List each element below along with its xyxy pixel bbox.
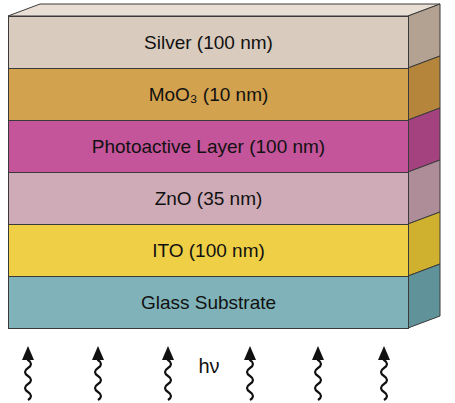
arrow-head bbox=[162, 346, 174, 360]
wavy-light-arrow bbox=[95, 356, 101, 400]
layer-label: ITO (100 nm) bbox=[152, 240, 265, 262]
arrow-head bbox=[244, 346, 256, 360]
arrow-head bbox=[92, 346, 104, 360]
layer-band: ITO (100 nm) bbox=[8, 224, 409, 277]
layer-band: Silver (100 nm) bbox=[8, 16, 409, 69]
arrow-head bbox=[378, 346, 390, 360]
layer-label: MoO₃ (10 nm) bbox=[149, 84, 269, 106]
layer-band: Glass Substrate bbox=[8, 276, 409, 329]
side-face bbox=[408, 264, 440, 328]
arrow-head bbox=[312, 346, 324, 360]
layer-band: ZnO (35 nm) bbox=[8, 172, 409, 225]
photon-label: hν bbox=[197, 355, 220, 378]
layer-label: Silver (100 nm) bbox=[144, 32, 273, 54]
layer-label: Photoactive Layer (100 nm) bbox=[92, 136, 325, 158]
wavy-light-arrow bbox=[25, 356, 31, 400]
layer-label: Glass Substrate bbox=[141, 292, 276, 314]
layer-band: Photoactive Layer (100 nm) bbox=[8, 120, 409, 173]
top-face bbox=[8, 4, 440, 16]
layer-label: ZnO (35 nm) bbox=[155, 188, 263, 210]
wavy-light-arrow bbox=[247, 356, 253, 400]
wavy-light-arrow bbox=[165, 356, 171, 400]
wavy-light-arrow bbox=[381, 356, 387, 400]
layer-band: MoO₃ (10 nm) bbox=[8, 68, 409, 121]
arrow-head bbox=[22, 346, 34, 360]
wavy-light-arrow bbox=[315, 356, 321, 400]
